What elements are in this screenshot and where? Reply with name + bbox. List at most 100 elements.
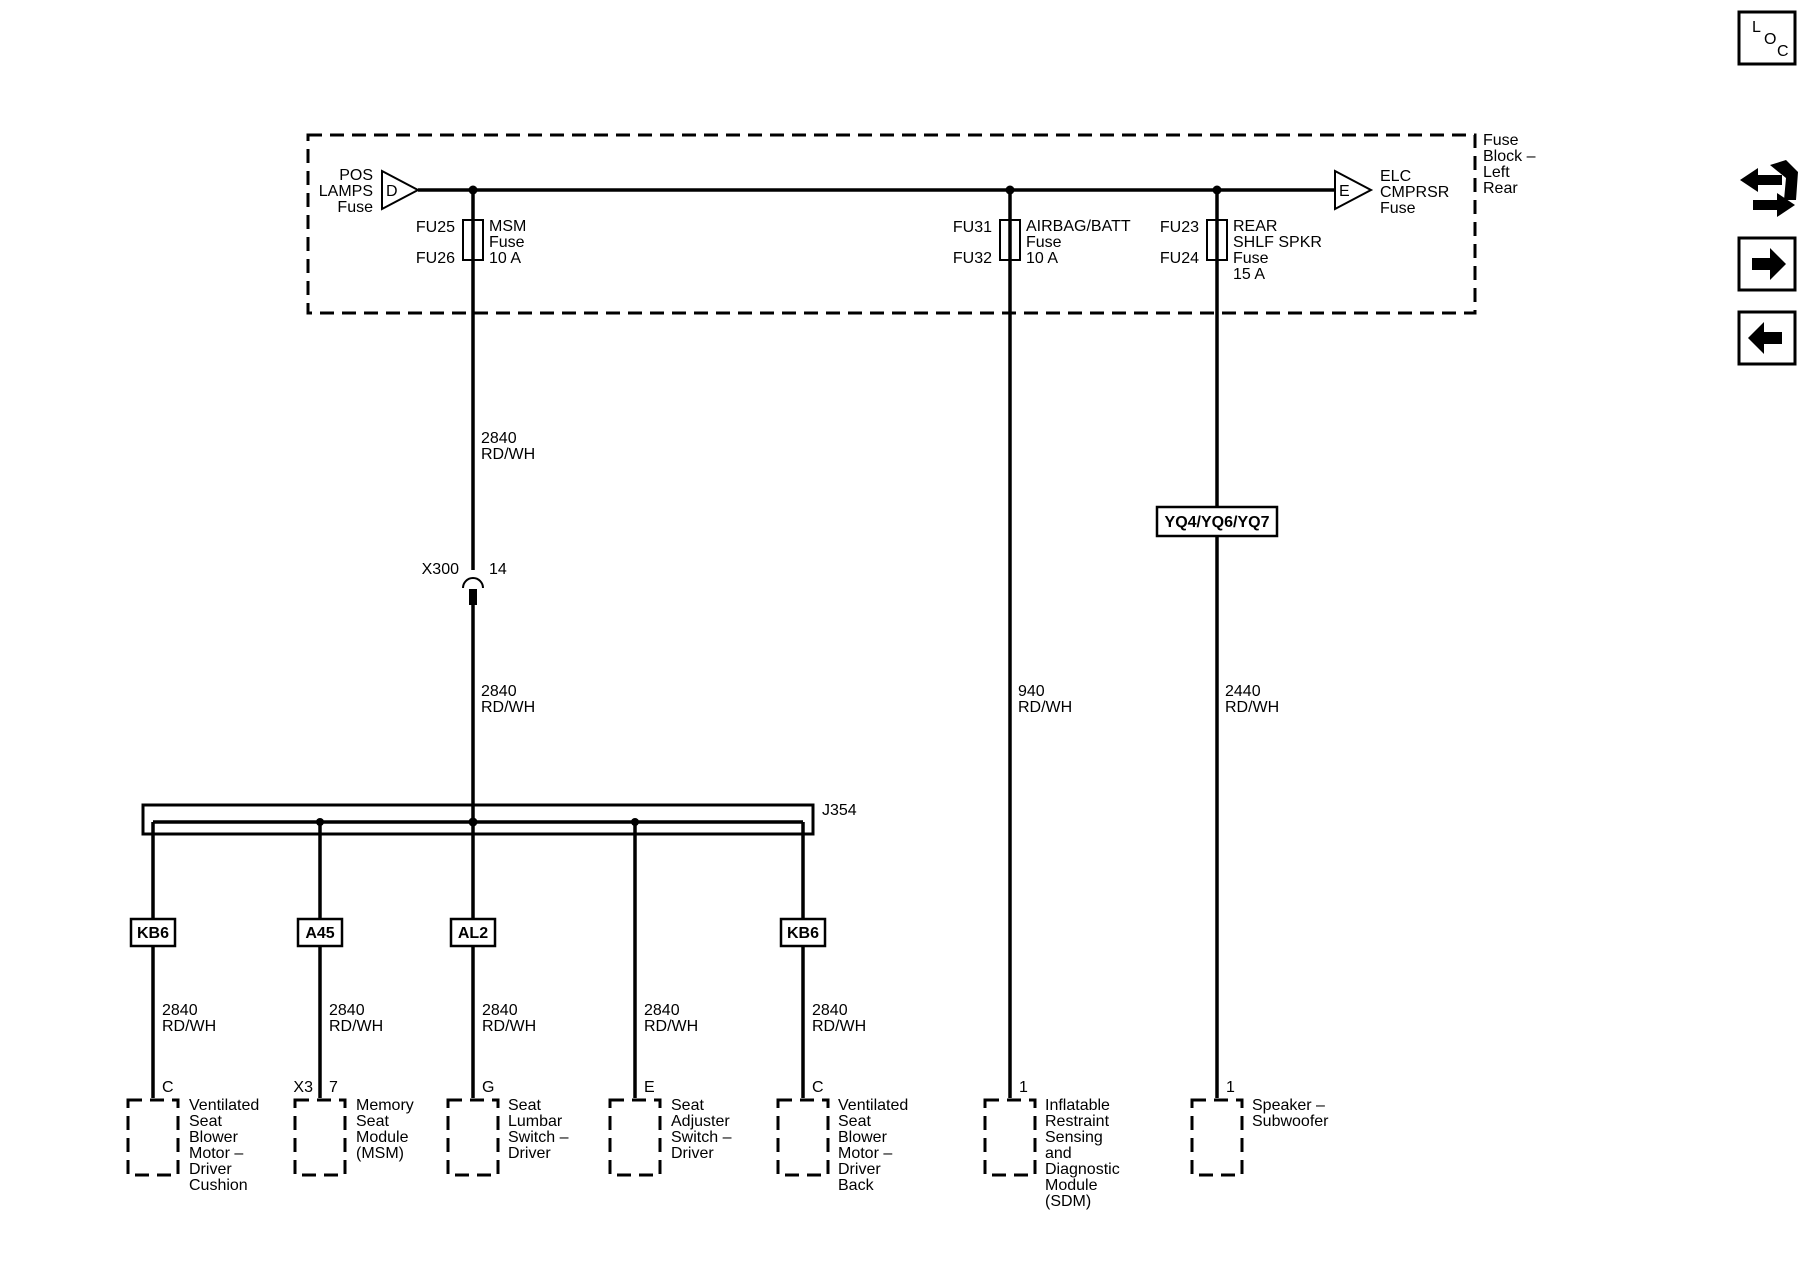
fuse-msm: FU25 FU26 MSM Fuse 10 A bbox=[416, 185, 526, 267]
fuse-block-label: Fuse Block – Left Rear bbox=[1483, 132, 1536, 197]
option-box-kb6-cushion: KB6 bbox=[129, 917, 177, 948]
svg-text:Blower: Blower bbox=[838, 1129, 888, 1146]
svg-text:J354: J354 bbox=[822, 802, 857, 819]
svg-text:RD/WH: RD/WH bbox=[329, 1018, 383, 1035]
component-speaker-subwoofer: 1 Speaker – Subwoofer bbox=[1190, 1079, 1329, 1177]
svg-text:FU32: FU32 bbox=[953, 250, 992, 267]
svg-text:Seat: Seat bbox=[838, 1113, 871, 1130]
svg-text:15 A: 15 A bbox=[1233, 266, 1265, 283]
svg-text:Blower: Blower bbox=[189, 1129, 239, 1146]
circuit-label-speaker: 2440 RD/WH bbox=[1225, 683, 1279, 716]
svg-text:(SDM): (SDM) bbox=[1045, 1193, 1091, 1210]
svg-text:2840: 2840 bbox=[162, 1002, 198, 1019]
circuit-label-branch-5: 2840 RD/WH bbox=[812, 1002, 866, 1035]
svg-text:SHLF SPKR: SHLF SPKR bbox=[1233, 234, 1322, 251]
svg-text:Fuse: Fuse bbox=[1026, 234, 1062, 251]
svg-text:RD/WH: RD/WH bbox=[482, 1018, 536, 1035]
svg-text:2840: 2840 bbox=[482, 1002, 518, 1019]
svg-text:Adjuster: Adjuster bbox=[671, 1113, 730, 1130]
svg-text:2840: 2840 bbox=[329, 1002, 365, 1019]
svg-text:Block –: Block – bbox=[1483, 148, 1536, 165]
svg-text:D: D bbox=[386, 183, 398, 200]
svg-text:(MSM): (MSM) bbox=[356, 1145, 404, 1162]
circuit-label-branch-1: 2840 RD/WH bbox=[162, 1002, 216, 1035]
svg-text:2840: 2840 bbox=[644, 1002, 680, 1019]
component-memory-seat-module: X3 7 Memory Seat Module (MSM) bbox=[293, 1079, 414, 1177]
svg-text:Subwoofer: Subwoofer bbox=[1252, 1113, 1329, 1130]
svg-text:FU25: FU25 bbox=[416, 219, 455, 236]
svg-text:Fuse: Fuse bbox=[1233, 250, 1269, 267]
svg-text:940: 940 bbox=[1018, 683, 1045, 700]
svg-text:C: C bbox=[1777, 43, 1789, 60]
fuse-block-outline bbox=[306, 133, 1477, 315]
svg-text:Memory: Memory bbox=[356, 1097, 414, 1114]
svg-text:KB6: KB6 bbox=[787, 925, 819, 942]
component-inflatable-restraint-sdm: 1 Inflatable Restraint Sensing and Diagn… bbox=[983, 1079, 1120, 1210]
svg-text:LAMPS: LAMPS bbox=[319, 183, 373, 200]
svg-text:and: and bbox=[1045, 1145, 1072, 1162]
svg-text:O: O bbox=[1764, 31, 1776, 48]
svg-text:CMPRSR: CMPRSR bbox=[1380, 184, 1449, 201]
svg-text:Module: Module bbox=[1045, 1177, 1098, 1194]
option-box-a45: A45 bbox=[296, 917, 344, 948]
svg-text:10 A: 10 A bbox=[1026, 250, 1058, 267]
svg-text:Switch –: Switch – bbox=[671, 1129, 732, 1146]
svg-text:POS: POS bbox=[339, 167, 373, 184]
svg-text:RD/WH: RD/WH bbox=[1018, 699, 1072, 716]
svg-text:Driver: Driver bbox=[508, 1145, 551, 1162]
svg-text:2840: 2840 bbox=[812, 1002, 848, 1019]
svg-text:14: 14 bbox=[489, 561, 507, 578]
connector-swap-icon[interactable] bbox=[1740, 160, 1798, 217]
svg-text:Fuse: Fuse bbox=[489, 234, 525, 251]
svg-text:Seat: Seat bbox=[671, 1097, 704, 1114]
fuse-airbag-batt: FU31 FU32 AIRBAG/BATT Fuse 10 A bbox=[953, 185, 1131, 267]
svg-text:Restraint: Restraint bbox=[1045, 1113, 1110, 1130]
svg-text:E: E bbox=[1339, 183, 1350, 200]
option-box-kb6-back: KB6 bbox=[779, 917, 827, 948]
option-box-al2: AL2 bbox=[449, 917, 497, 948]
svg-text:Driver: Driver bbox=[671, 1145, 714, 1162]
splice-pack-j354: J354 bbox=[141, 802, 857, 836]
svg-text:Fuse: Fuse bbox=[1483, 132, 1519, 149]
svg-text:Seat: Seat bbox=[508, 1097, 541, 1114]
svg-text:Sensing: Sensing bbox=[1045, 1129, 1103, 1146]
arrow-left-icon bbox=[1748, 322, 1782, 354]
svg-text:1: 1 bbox=[1226, 1079, 1235, 1096]
svg-text:RD/WH: RD/WH bbox=[481, 699, 535, 716]
svg-text:2840: 2840 bbox=[481, 683, 517, 700]
svg-text:10 A: 10 A bbox=[489, 250, 521, 267]
circuit-label-msm-upper: 2840 RD/WH bbox=[481, 430, 535, 463]
svg-text:Driver: Driver bbox=[189, 1161, 232, 1178]
svg-text:E: E bbox=[644, 1079, 655, 1096]
svg-text:AL2: AL2 bbox=[458, 925, 488, 942]
svg-text:X300: X300 bbox=[422, 561, 459, 578]
svg-text:Seat: Seat bbox=[356, 1113, 389, 1130]
svg-text:FU23: FU23 bbox=[1160, 219, 1199, 236]
svg-text:2440: 2440 bbox=[1225, 683, 1261, 700]
arrow-left-button[interactable] bbox=[1737, 310, 1797, 366]
circuit-label-branch-2: 2840 RD/WH bbox=[329, 1002, 383, 1035]
svg-text:KB6: KB6 bbox=[137, 925, 169, 942]
left-feed-pos-lamps: POS LAMPS Fuse D bbox=[319, 167, 421, 216]
component-seat-lumbar-switch: G Seat Lumbar Switch – Driver bbox=[446, 1079, 569, 1177]
svg-text:G: G bbox=[482, 1079, 494, 1096]
svg-text:L: L bbox=[1752, 19, 1761, 36]
svg-text:RD/WH: RD/WH bbox=[162, 1018, 216, 1035]
circuit-label-branch-4: 2840 RD/WH bbox=[644, 1002, 698, 1035]
svg-text:Back: Back bbox=[838, 1177, 875, 1194]
svg-text:RD/WH: RD/WH bbox=[1225, 699, 1279, 716]
option-box-yq4-yq6-yq7: YQ4/YQ6/YQ7 bbox=[1155, 505, 1279, 538]
svg-text:X3: X3 bbox=[293, 1079, 313, 1096]
circuit-label-branch-3: 2840 RD/WH bbox=[482, 1002, 536, 1035]
svg-text:REAR: REAR bbox=[1233, 218, 1277, 235]
component-ventilated-seat-blower-back: C Ventilated Seat Blower Motor – Driver … bbox=[776, 1079, 908, 1194]
svg-text:7: 7 bbox=[329, 1079, 338, 1096]
loc-button[interactable]: L O C bbox=[1737, 10, 1797, 66]
svg-text:Rear: Rear bbox=[1483, 180, 1518, 197]
svg-text:FU31: FU31 bbox=[953, 219, 992, 236]
svg-text:Switch –: Switch – bbox=[508, 1129, 569, 1146]
svg-text:ELC: ELC bbox=[1380, 168, 1411, 185]
arrow-right-button[interactable] bbox=[1737, 236, 1797, 292]
svg-text:Ventilated: Ventilated bbox=[838, 1097, 908, 1114]
